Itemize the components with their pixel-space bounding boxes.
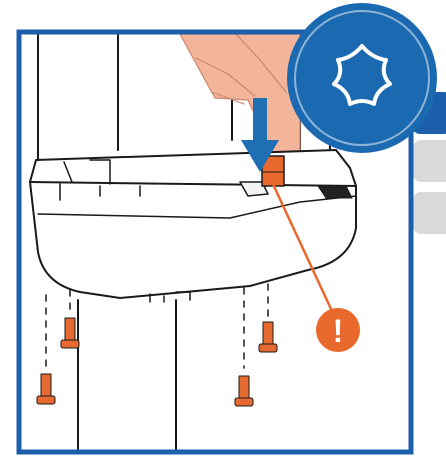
- column-post: [77, 299, 177, 450]
- torx-star-icon: [332, 44, 392, 106]
- release-latch: [261, 155, 285, 187]
- screw-1: [60, 317, 80, 349]
- down-arrow-icon: [241, 98, 279, 172]
- screw-2: [36, 373, 56, 405]
- torx-badge: [287, 3, 437, 153]
- screw-3: [258, 321, 278, 353]
- screw-4: [234, 375, 254, 407]
- screw-guides: [45, 283, 269, 373]
- side-tab-2[interactable]: [413, 140, 446, 182]
- side-tab-3[interactable]: [413, 192, 446, 234]
- exclamation-icon: !: [333, 313, 344, 349]
- warning-leader-line: [270, 180, 340, 326]
- warning-marker: !: [316, 308, 360, 352]
